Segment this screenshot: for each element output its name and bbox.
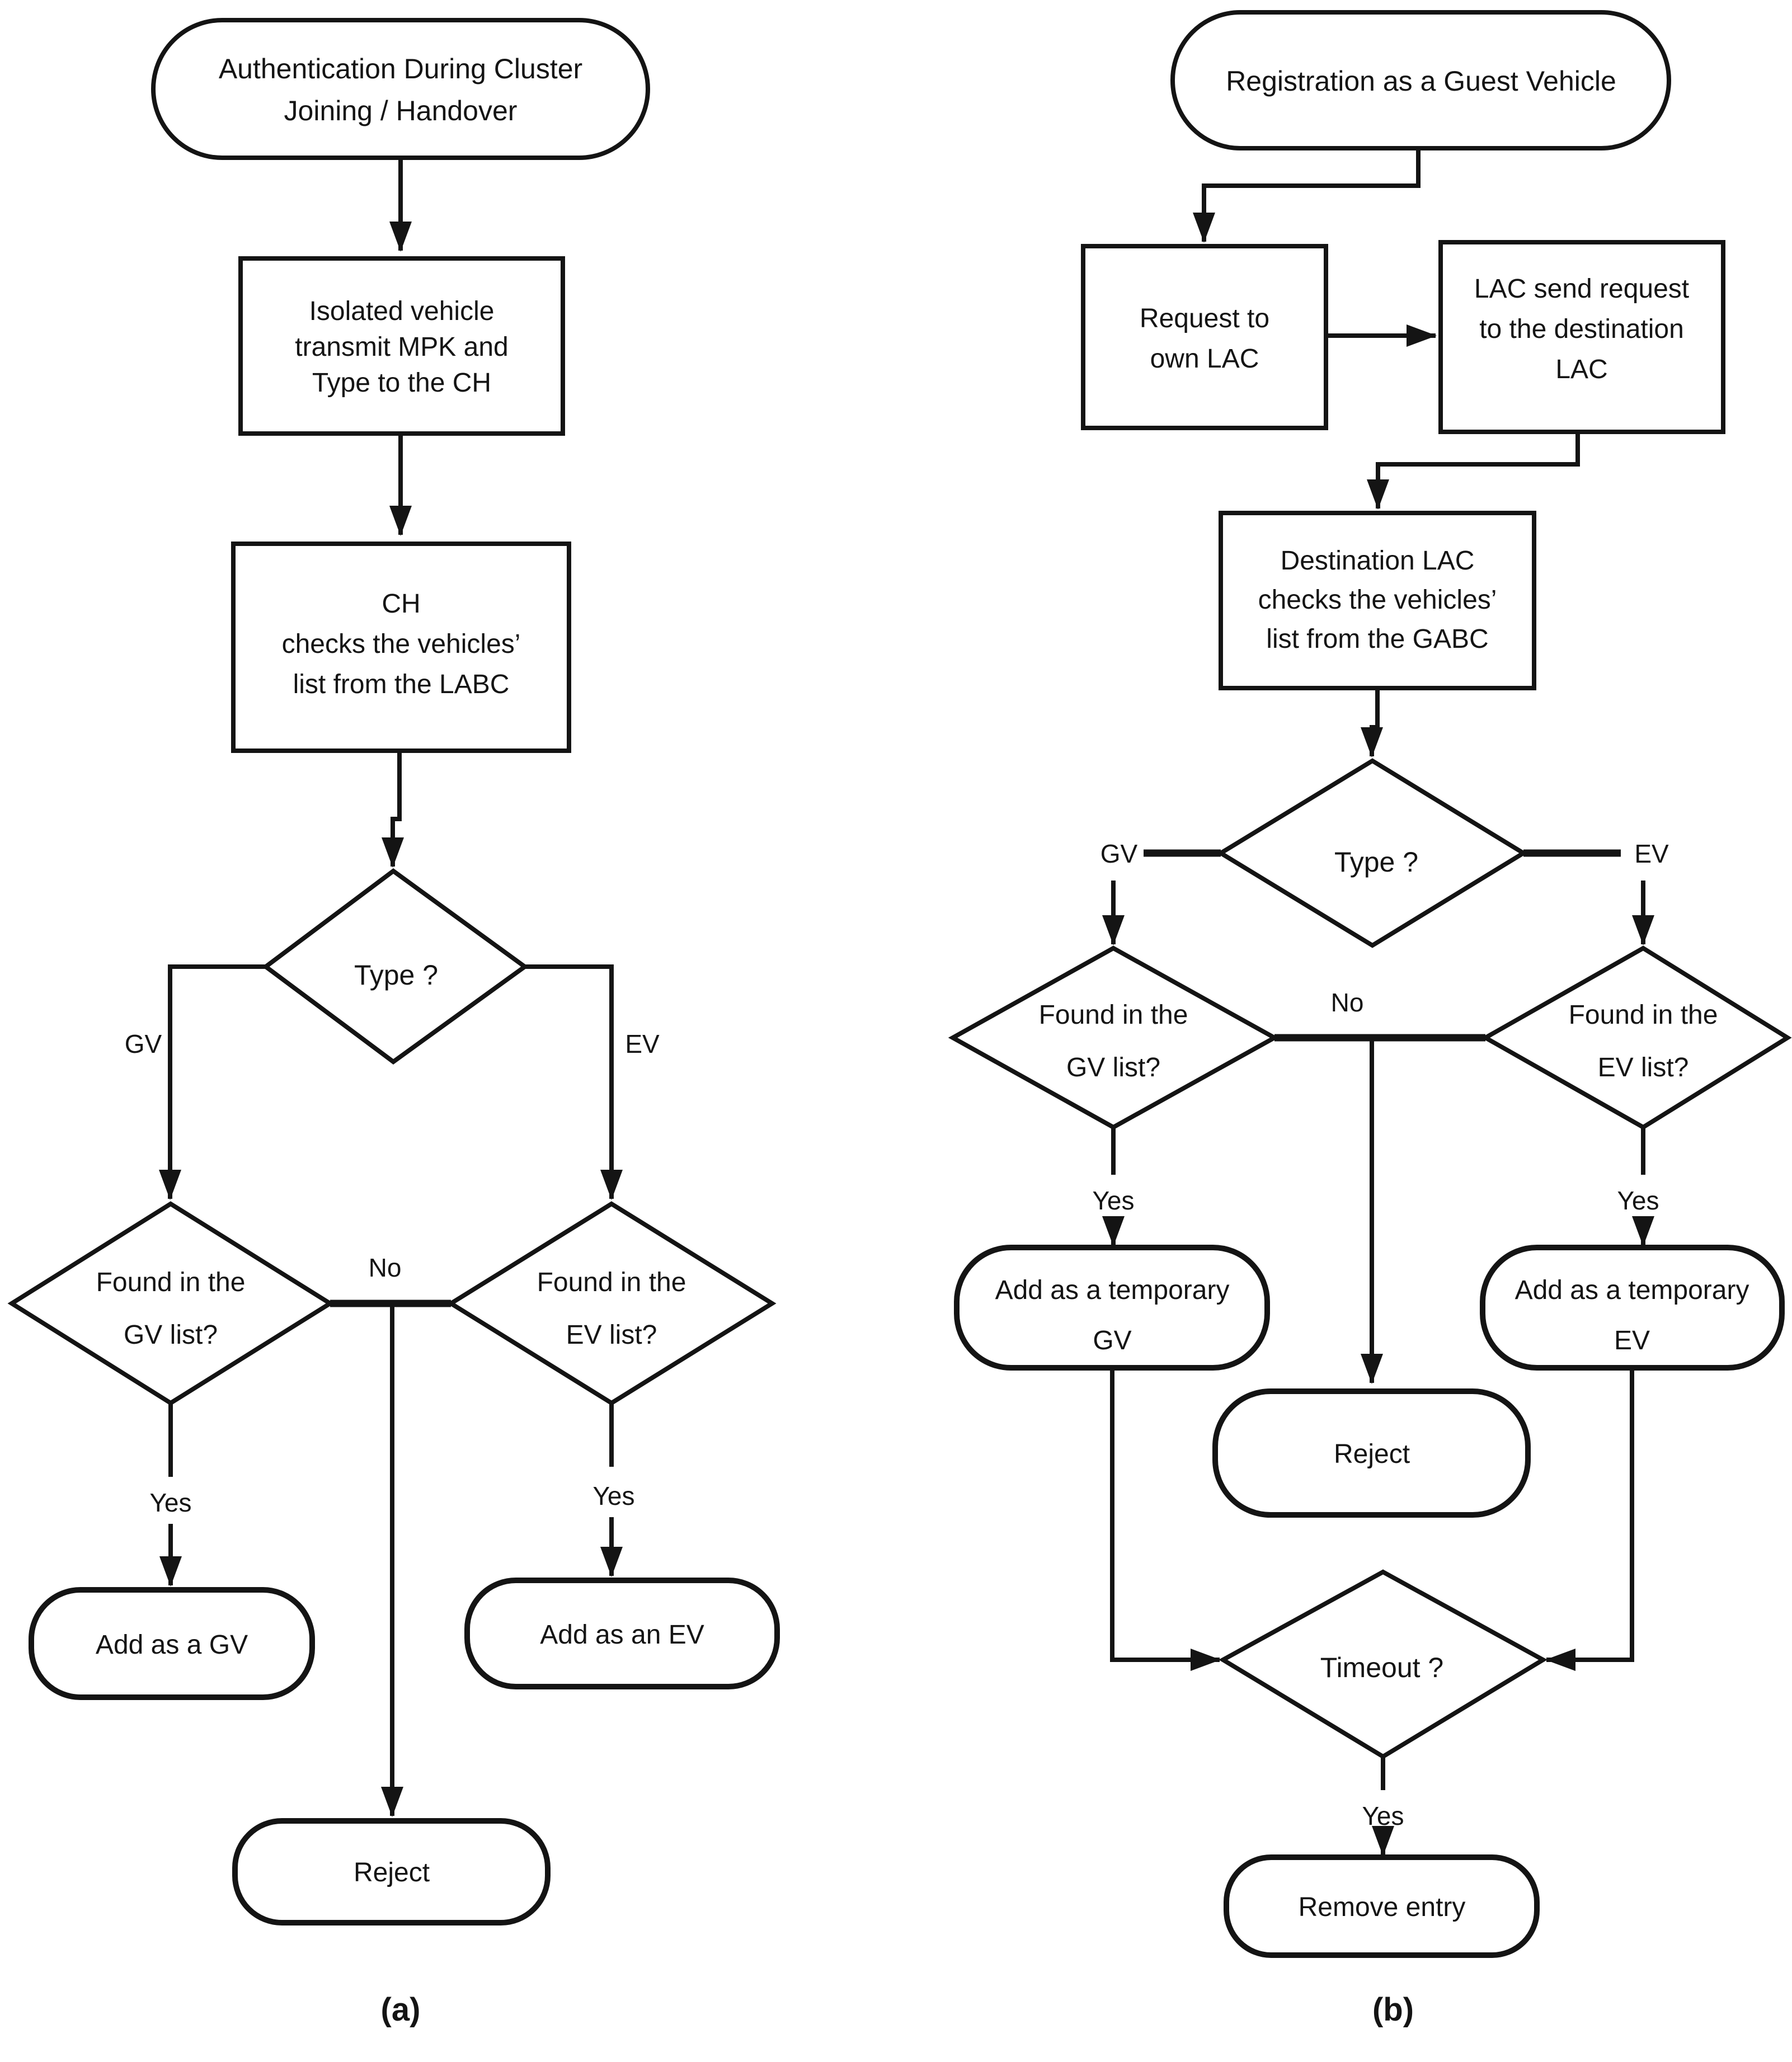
decision-found-gv-a-label: Found in the <box>96 1268 246 1297</box>
flow-arrow-gv <box>159 964 266 1200</box>
process-destination-lac-checks-label: list from the GABC <box>1266 624 1488 654</box>
process-isolated-vehicle-label: transmit MPK and <box>295 332 508 362</box>
edge-label-yes-ev-b: Yes <box>1617 1186 1659 1215</box>
process-ch-checks-label: CH <box>382 589 420 619</box>
terminal-add-temp-gv-label: GV <box>1093 1326 1131 1355</box>
terminal-reject-a <box>232 1818 551 1926</box>
decision-timeout-label: Timeout ? <box>1320 1652 1443 1683</box>
process-lac-send-request-label: LAC send request <box>1474 274 1689 304</box>
decision-type-b-label: Type ? <box>1334 846 1418 878</box>
flow-arrow <box>382 751 404 868</box>
decision-found-ev-b-label: EV list? <box>1598 1053 1689 1082</box>
process-destination-lac-checks <box>1219 511 1536 690</box>
terminal-registration-start-label: Registration as a Guest Vehicle <box>1226 65 1616 97</box>
decision-type-a-label: Type ? <box>354 959 438 991</box>
branch-label-gv-b: GV <box>1100 839 1138 868</box>
process-lac-send-request-label: LAC <box>1555 355 1607 384</box>
edge-label-yes-ev-a: Yes <box>592 1481 634 1510</box>
flow-arrow-timeout-right <box>1545 1368 1634 1671</box>
chart-a: Authentication During Cluster Joining / … <box>7 18 780 2028</box>
flow-arrow <box>1367 432 1580 510</box>
edge-label-yes-timeout: Yes <box>1362 1801 1404 1830</box>
decision-found-gv-a-label: GV list? <box>124 1320 218 1350</box>
decision-found-gv-b-label: GV list? <box>1066 1053 1160 1082</box>
flow-arrow <box>1361 688 1383 757</box>
decision-type-b <box>1216 758 1528 948</box>
branch-label-ev-b: EV <box>1634 839 1669 868</box>
terminal-add-gv-a <box>29 1587 315 1700</box>
process-lac-send-request-label: to the destination <box>1479 314 1684 344</box>
chart-a-connectors <box>159 158 623 1817</box>
caption-b: (b) <box>1372 1992 1414 2028</box>
flow-arrow-ev <box>525 964 623 1200</box>
terminal-add-temp-ev <box>1480 1245 1785 1371</box>
decision-found-ev-b-label: Found in the <box>1569 1000 1718 1030</box>
terminal-registration-start <box>1170 10 1671 150</box>
edge-label-yes-gv-a: Yes <box>149 1488 191 1517</box>
process-lac-send-request <box>1438 240 1725 434</box>
terminal-reject-a-label: Reject <box>354 1858 430 1887</box>
decision-found-gv-b <box>948 945 1280 1130</box>
edge-label-no-a: No <box>369 1253 402 1282</box>
flow-arrow-timeout-left <box>1110 1368 1221 1671</box>
decision-found-gv-a <box>7 1201 335 1406</box>
decision-found-ev-a <box>446 1201 777 1406</box>
branch-label-gv-a: GV <box>125 1029 162 1058</box>
caption-a: (a) <box>381 1992 421 2028</box>
flow-arrow <box>1193 148 1421 243</box>
terminal-reject-b <box>1212 1388 1531 1518</box>
process-ch-checks-label: checks the vehicles’ <box>282 629 521 659</box>
process-isolated-vehicle <box>238 256 565 436</box>
process-destination-lac-checks-label: checks the vehicles’ <box>1258 585 1497 615</box>
terminal-add-temp-ev-label: EV <box>1614 1326 1650 1355</box>
terminal-add-ev-a <box>464 1578 780 1689</box>
decision-found-ev-a-label: EV list? <box>566 1320 657 1350</box>
decision-type-a <box>262 868 529 1065</box>
process-request-own-lac <box>1081 244 1328 430</box>
terminal-add-temp-gv <box>954 1245 1270 1371</box>
terminal-add-temp-gv-label: Add as a temporary <box>995 1275 1230 1305</box>
decision-timeout <box>1218 1569 1548 1759</box>
process-request-own-lac-label: own LAC <box>1150 344 1259 374</box>
edge-label-yes-gv-b: Yes <box>1092 1186 1134 1215</box>
process-destination-lac-checks-label: Destination LAC <box>1281 546 1475 576</box>
terminal-remove-entry-label: Remove entry <box>1299 1892 1466 1922</box>
terminal-add-gv-a-label: Add as a GV <box>96 1630 248 1660</box>
chart-b: Registration as a Guest Vehicle Request … <box>948 10 1792 2028</box>
process-isolated-vehicle-label: Type to the CH <box>312 368 491 398</box>
terminal-auth-start <box>151 18 650 160</box>
terminal-reject-b-label: Reject <box>1334 1439 1410 1469</box>
terminal-remove-entry <box>1224 1854 1540 1958</box>
terminal-auth-start-label: Joining / Handover <box>284 95 518 126</box>
decision-found-gv-b-label: Found in the <box>1039 1000 1188 1030</box>
process-ch-checks <box>231 542 571 753</box>
process-ch-checks-label: list from the LABC <box>293 670 510 699</box>
branch-label-ev-a: EV <box>625 1029 660 1058</box>
process-isolated-vehicle-label: Isolated vehicle <box>309 296 495 326</box>
terminal-add-ev-a-label: Add as an EV <box>540 1620 704 1650</box>
chart-b-connectors <box>1102 148 1654 1856</box>
decision-found-ev-b <box>1480 945 1792 1130</box>
terminal-auth-start-label: Authentication During Cluster <box>219 53 582 84</box>
process-request-own-lac-label: Request to <box>1140 304 1269 333</box>
terminal-add-temp-ev-label: Add as a temporary <box>1515 1275 1749 1305</box>
edge-label-no-b: No <box>1331 988 1364 1017</box>
decision-found-ev-a-label: Found in the <box>537 1268 686 1297</box>
